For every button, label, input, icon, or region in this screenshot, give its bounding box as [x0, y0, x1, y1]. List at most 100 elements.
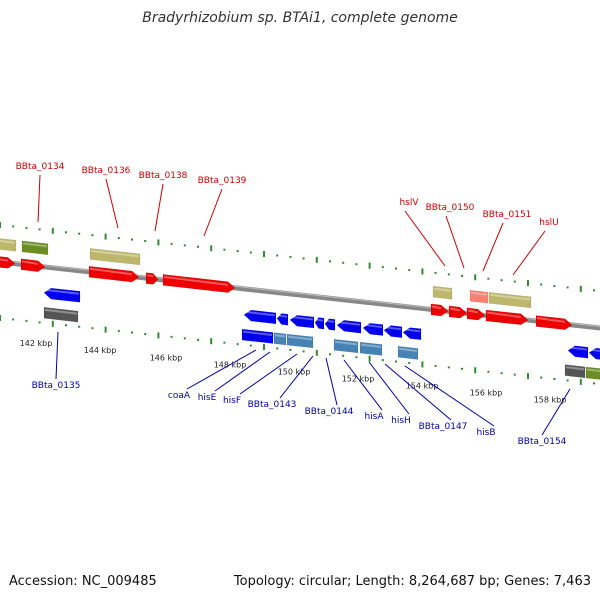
gene-r2-35	[564, 364, 586, 379]
gene-highlight	[290, 315, 314, 321]
gene-label-hisF: hisF	[223, 396, 241, 406]
gene-f2-3	[432, 285, 453, 300]
scale-label-144-kbp: 144 kbp	[84, 346, 117, 355]
gene-highlight	[242, 330, 273, 337]
gene-f2-2	[89, 248, 141, 266]
gene-highlight	[22, 242, 48, 248]
gene-f1-8	[88, 266, 140, 283]
leader-line-BBta_0144	[325, 357, 338, 406]
gene-highlight	[21, 260, 39, 265]
gene-label-BBta_0147: BBta_0147	[419, 422, 468, 432]
gene-highlight	[0, 239, 16, 244]
gene-r1-24	[383, 325, 403, 338]
gene-highlight	[589, 348, 600, 353]
scale-label-146-kbp: 146 kbp	[150, 353, 183, 362]
gene-highlight	[337, 321, 361, 326]
gene-label-BBta_0154: BBta_0154	[518, 437, 567, 447]
gene-highlight	[398, 347, 418, 352]
gene-highlight	[287, 335, 313, 341]
gene-highlight	[489, 293, 531, 301]
gene-label-hisB: hisB	[476, 428, 495, 438]
gene-f1-13	[466, 307, 486, 321]
leader-line-hisA	[343, 359, 383, 411]
gene-label-hisE: hisE	[198, 393, 217, 403]
gene-f2-4	[469, 289, 489, 304]
gene-label-BBta_0134: BBta_0134	[16, 162, 65, 172]
scale-label-158-kbp: 158 kbp	[534, 396, 567, 405]
gene-r1-19	[289, 314, 315, 329]
gene-label-BBta_0135: BBta_0135	[32, 381, 81, 391]
gene-highlight	[325, 319, 335, 323]
gene-highlight	[90, 249, 140, 258]
gene-f2-1	[21, 240, 49, 256]
gene-f1-7	[20, 258, 46, 272]
gene-highlight	[586, 368, 600, 373]
gene-r2-31	[286, 333, 314, 349]
gene-highlight	[44, 288, 80, 295]
gene-r2-33	[359, 341, 383, 356]
gene-r2-36	[585, 366, 600, 380]
gene-r2-28	[43, 307, 79, 323]
gene-r1-27	[588, 347, 600, 360]
gene-r2-34	[397, 346, 419, 360]
gene-r1-21	[324, 318, 336, 331]
leader-line-BBta_0143	[279, 355, 314, 399]
leader-line-BBta_0150	[445, 215, 465, 269]
gene-label-coaA: coaA	[168, 391, 191, 401]
gene-highlight	[163, 275, 229, 286]
gene-f1-15	[535, 315, 573, 330]
gene-highlight	[568, 346, 588, 351]
gene-highlight	[0, 258, 9, 262]
gene-f2-5	[488, 292, 532, 309]
gene-label-BBta_0151: BBta_0151	[483, 210, 532, 220]
gene-highlight	[315, 318, 324, 322]
leader-line-hslV	[404, 210, 446, 267]
gene-label-BBta_0136: BBta_0136	[82, 166, 131, 176]
leader-line-coaA	[186, 349, 257, 390]
gene-highlight	[565, 366, 585, 371]
gene-highlight	[360, 343, 382, 349]
gene-r2-29	[241, 328, 274, 344]
gene-label-hslV: hslV	[399, 198, 419, 208]
gene-r1-17	[243, 309, 277, 325]
gene-highlight	[403, 328, 421, 333]
leader-line-BBta_0147	[384, 363, 452, 421]
leader-line-BBta_0136	[105, 178, 119, 229]
gene-highlight	[44, 308, 78, 315]
scale-label-154-kbp: 154 kbp	[406, 381, 439, 390]
gene-r1-25	[402, 327, 422, 341]
gene-r1-18	[276, 313, 289, 326]
gene-r1-26	[567, 345, 589, 359]
leader-line-BBta_0135	[55, 331, 59, 380]
leader-line-hisF	[239, 353, 298, 395]
gene-highlight	[274, 334, 286, 338]
gene-label-hslU: hslU	[539, 218, 558, 228]
gene-label-BBta_0139: BBta_0139	[198, 176, 247, 186]
gene-highlight	[449, 307, 461, 312]
accession-label: Accession: NC_009485	[9, 574, 157, 589]
gene-highlight	[536, 316, 566, 323]
gene-label-BBta_0144: BBta_0144	[305, 407, 354, 417]
gene-f1-10	[162, 274, 236, 293]
leader-line-BBta_0134	[37, 174, 41, 223]
leader-line-BBta_0151	[482, 222, 504, 272]
leader-line-hisE	[214, 351, 271, 392]
gene-f1-9	[145, 272, 159, 285]
gene-r1-16	[43, 287, 81, 303]
gene-label-hisA: hisA	[364, 412, 384, 422]
gene-r1-20	[314, 317, 325, 330]
leader-line-hslU	[512, 230, 546, 276]
gene-label-BBta_0150: BBta_0150	[426, 203, 475, 213]
gene-highlight	[470, 291, 488, 296]
gene-highlight	[431, 305, 442, 310]
gene-highlight	[467, 309, 479, 314]
gene-label-BBta_0138: BBta_0138	[139, 171, 188, 181]
leader-line-hisH	[368, 361, 410, 415]
gene-f1-6	[0, 256, 16, 269]
gene-f1-11	[430, 303, 449, 317]
gene-f1-12	[448, 305, 468, 319]
map-title: Bradyrhizobium sp. BTAi1, complete genom…	[142, 10, 458, 26]
scale-label-142-kbp: 142 kbp	[20, 339, 53, 348]
gene-highlight	[244, 310, 276, 317]
